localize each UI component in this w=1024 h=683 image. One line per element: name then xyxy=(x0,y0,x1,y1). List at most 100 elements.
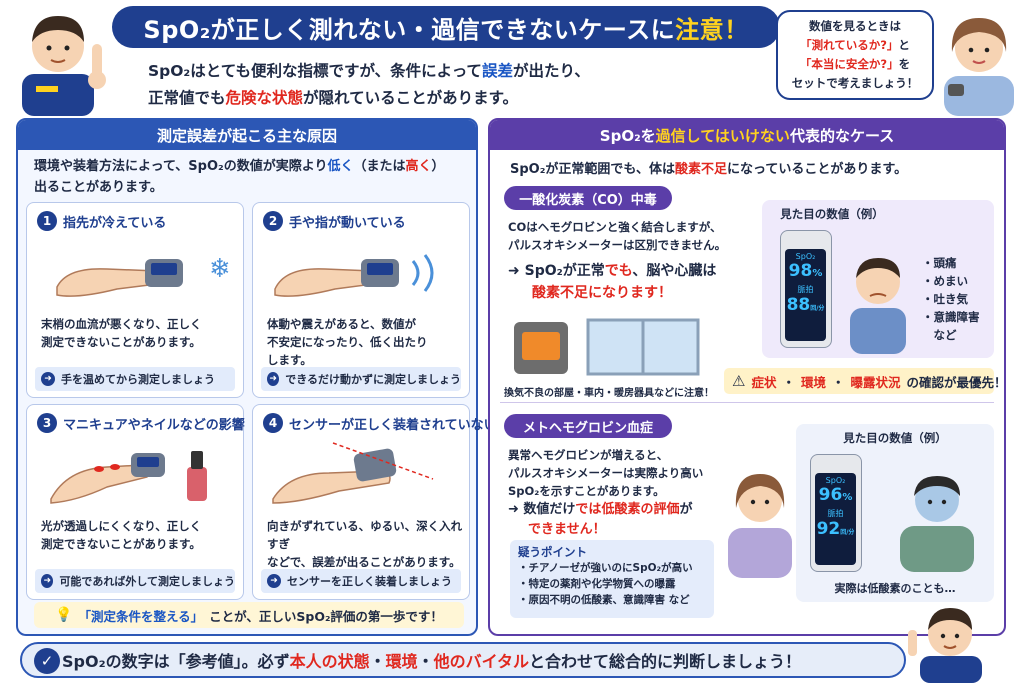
desc-text-c: （または xyxy=(353,159,406,174)
nail-polish-icon xyxy=(50,451,207,504)
cause-card-text: 向きがずれている、ゆるい、深く入れすぎ などで、誤差が出ることがあります。 xyxy=(267,517,465,571)
co-reading-box: 見た目の数値（例） SpO₂ 98% 脈拍 88回/分 ・頭痛 ・めまい ・吐き… xyxy=(762,200,994,358)
cause-number-badge: 2 xyxy=(263,211,283,231)
met-emph-d: が xyxy=(679,502,693,517)
page-title: SpO₂が正しく測れない・過信できないケースに注意！ xyxy=(112,6,780,48)
checkmark-icon: ✓ xyxy=(34,648,60,674)
cause-number-badge: 1 xyxy=(37,211,57,231)
overreliance-cases-panel: SpO₂を過信してはいけない代表的なケース SpO₂が正常範囲でも、体は酸素不足… xyxy=(488,118,1007,636)
cause-tip-text: できるだけ動かずに測定しましょう xyxy=(285,373,461,386)
desc-high: 高く xyxy=(405,159,432,174)
cause-text-line3: します。 xyxy=(267,353,312,367)
co-text-line1: COはヘモグロビンと強く結合しますが、 xyxy=(508,220,722,234)
cause-text-line2: 測定できないことがあります。 xyxy=(41,537,201,551)
met-caption: 実際は低酸素のことも… xyxy=(834,582,956,595)
met-pulse-label: 脈拍 xyxy=(827,509,844,518)
intro-line2-c: が隠れていることがあります。 xyxy=(303,89,519,107)
heater-window-icon xyxy=(514,318,700,376)
cause-text-line2: 不安定になったり、低く出たり xyxy=(267,335,428,349)
warn-b: ・ xyxy=(782,374,795,390)
intro-line2-b: 危険な状態 xyxy=(225,89,304,107)
paramedic-illustration-bottom xyxy=(908,608,982,683)
met-pulse-unit: 回/分 xyxy=(840,529,855,536)
measurement-error-heading: 測定誤差が起こる主な原因 xyxy=(18,120,476,150)
co-poisoning-tag: 一酸化炭素（CO）中毒 xyxy=(504,186,672,210)
warn-c: 環境 xyxy=(800,374,826,390)
methemoglobinemia-tag: メトヘモグロビン血症 xyxy=(504,414,672,438)
met-text-line1: 異常ヘモグロビンが増えると、 xyxy=(508,448,669,462)
met-emph-c: 低酸素の評価 xyxy=(601,502,680,517)
svg-text:❄: ❄ xyxy=(209,254,231,284)
cause-tip: ➜ できるだけ動かずに測定しましょう xyxy=(261,367,461,391)
section-divider xyxy=(500,402,994,403)
cause-card-title: 2 手や指が動いている xyxy=(263,211,406,231)
cause-title-text: センサーが正しく装着されていない xyxy=(289,417,497,433)
arrow-right-icon: ➜ xyxy=(267,372,280,386)
cause-tip: ➜センサーを正しく装着しましょう xyxy=(261,569,461,593)
met-reading-box: 見た目の数値（例） SpO₂ 96% 脈拍 92回/分 実際は低酸素のことも… xyxy=(796,424,994,602)
desc-c: になっていることがあります。 xyxy=(727,162,908,177)
cause-tip: ➜ 可能であれば外して測定しましょう xyxy=(35,569,235,593)
moving-hand-oximeter-icon xyxy=(274,254,434,297)
overreliance-description: SpO₂が正常範囲でも、体は酸素不足になっていることがあります。 xyxy=(510,158,907,177)
met-oximeter: SpO₂ 96% 脈拍 92回/分 xyxy=(810,454,862,572)
overreliance-heading: SpO₂を過信してはいけない代表的なケース xyxy=(490,120,1004,150)
desc-line2: 出ることがあります。 xyxy=(34,180,163,195)
co-warning: ⚠ 症状・環境・曝露状況の確認が最優先！ xyxy=(724,368,1007,394)
footer-text: ことが、正しいSpO₂評価の第一歩です！ xyxy=(209,608,443,624)
cause-card-moving-hand: 2 手や指が動いている 体動や震えがあると、数値が 不安定になったり、低く出たり … xyxy=(252,202,470,398)
cause-title-text: 手や指が動いている xyxy=(289,215,406,231)
co-symptom-list: ・頭痛 ・めまい ・吐き気 ・意識障害 など xyxy=(922,254,980,344)
cause-card-text: 体動や震えがあると、数値が 不安定になったり、低く出たり します。 xyxy=(267,315,465,369)
co-emph-e: になります！ xyxy=(588,285,672,301)
summary-d: 環境 xyxy=(385,652,418,671)
co-spo2-value: 98 xyxy=(788,261,813,281)
co-pulse-value: 88 xyxy=(786,295,811,315)
summary-f: 他のバイタル xyxy=(433,652,530,671)
cause-text-line1: 末梢の血流が悪くなり、正しく xyxy=(41,317,202,331)
footer-emphasis: 「測定条件を整える」 xyxy=(78,608,204,624)
intro-line2-a: 正常値でも xyxy=(148,89,226,107)
cause-text-line2: などで、誤差が出ることがあります。 xyxy=(267,555,461,569)
paramedic-illustration-top xyxy=(22,16,106,116)
intro-line1-c: が出たり、 xyxy=(512,62,590,80)
bubble-line3-b: を xyxy=(898,57,911,71)
misplaced-sensor-icon xyxy=(272,442,434,504)
cause-tip: ➜ 手を温めてから測定しましょう xyxy=(35,367,235,391)
met-spo2-value: 96 xyxy=(818,485,843,505)
cause-tip-text: 可能であれば外して測定しましょう xyxy=(59,575,235,588)
met-emph-e: できません！ xyxy=(528,522,606,537)
co-pulse-unit: 回/分 xyxy=(810,305,825,312)
heading-b: 過信してはいけない xyxy=(655,126,790,145)
desc-text-a: 環境や装着方法によって、SpO₂の数値が実際より xyxy=(34,159,328,174)
arrow-right-icon: ➜ xyxy=(41,372,55,386)
symptom-item: ・めまい xyxy=(922,274,968,288)
cause-tip-text: 手を温めてから測定しましょう xyxy=(61,373,215,386)
warn-f: の確認が最優先！ xyxy=(906,374,1007,390)
page-title-emphasis: 注意！ xyxy=(675,15,749,44)
desc-low: 低く xyxy=(327,159,354,174)
met-emphasis: ➜ 数値だけでは低酸素の評価が できません！ xyxy=(508,500,728,540)
desc-text-e: ） xyxy=(431,159,445,174)
cause-text-line1: 光が透過しにくくなり、正しく xyxy=(41,519,202,533)
co-emphasis: ➜ SpO₂が正常でも、脳や心臓は 酸素不足になります！ xyxy=(508,260,748,304)
summary-c: ・ xyxy=(369,652,386,671)
co-oximeter: SpO₂ 98% 脈拍 88回/分 xyxy=(780,230,832,348)
met-emph-b: では xyxy=(575,502,602,517)
summary-g: と合わせて総合的に判断しましょう！ xyxy=(529,652,802,671)
arrow-right-icon: ➜ xyxy=(41,574,54,588)
measurement-tip-footer: 💡 「測定条件を整える」ことが、正しいSpO₂評価の第一歩です！ xyxy=(34,602,464,628)
summary-e: ・ xyxy=(417,652,434,671)
heading-c: 代表的なケース xyxy=(789,126,895,145)
desc-b: 酸素不足 xyxy=(675,162,728,177)
co-text-line2: パルスオキシメーターは区別できません。 xyxy=(508,238,727,252)
cause-card-text: 光が透過しにくくなり、正しく 測定できないことがあります。 xyxy=(41,517,239,553)
cause-card-text: 末梢の血流が悪くなり、正しく 測定できないことがあります。 xyxy=(41,315,239,351)
cause-text-line2: 測定できないことがあります。 xyxy=(41,335,201,349)
